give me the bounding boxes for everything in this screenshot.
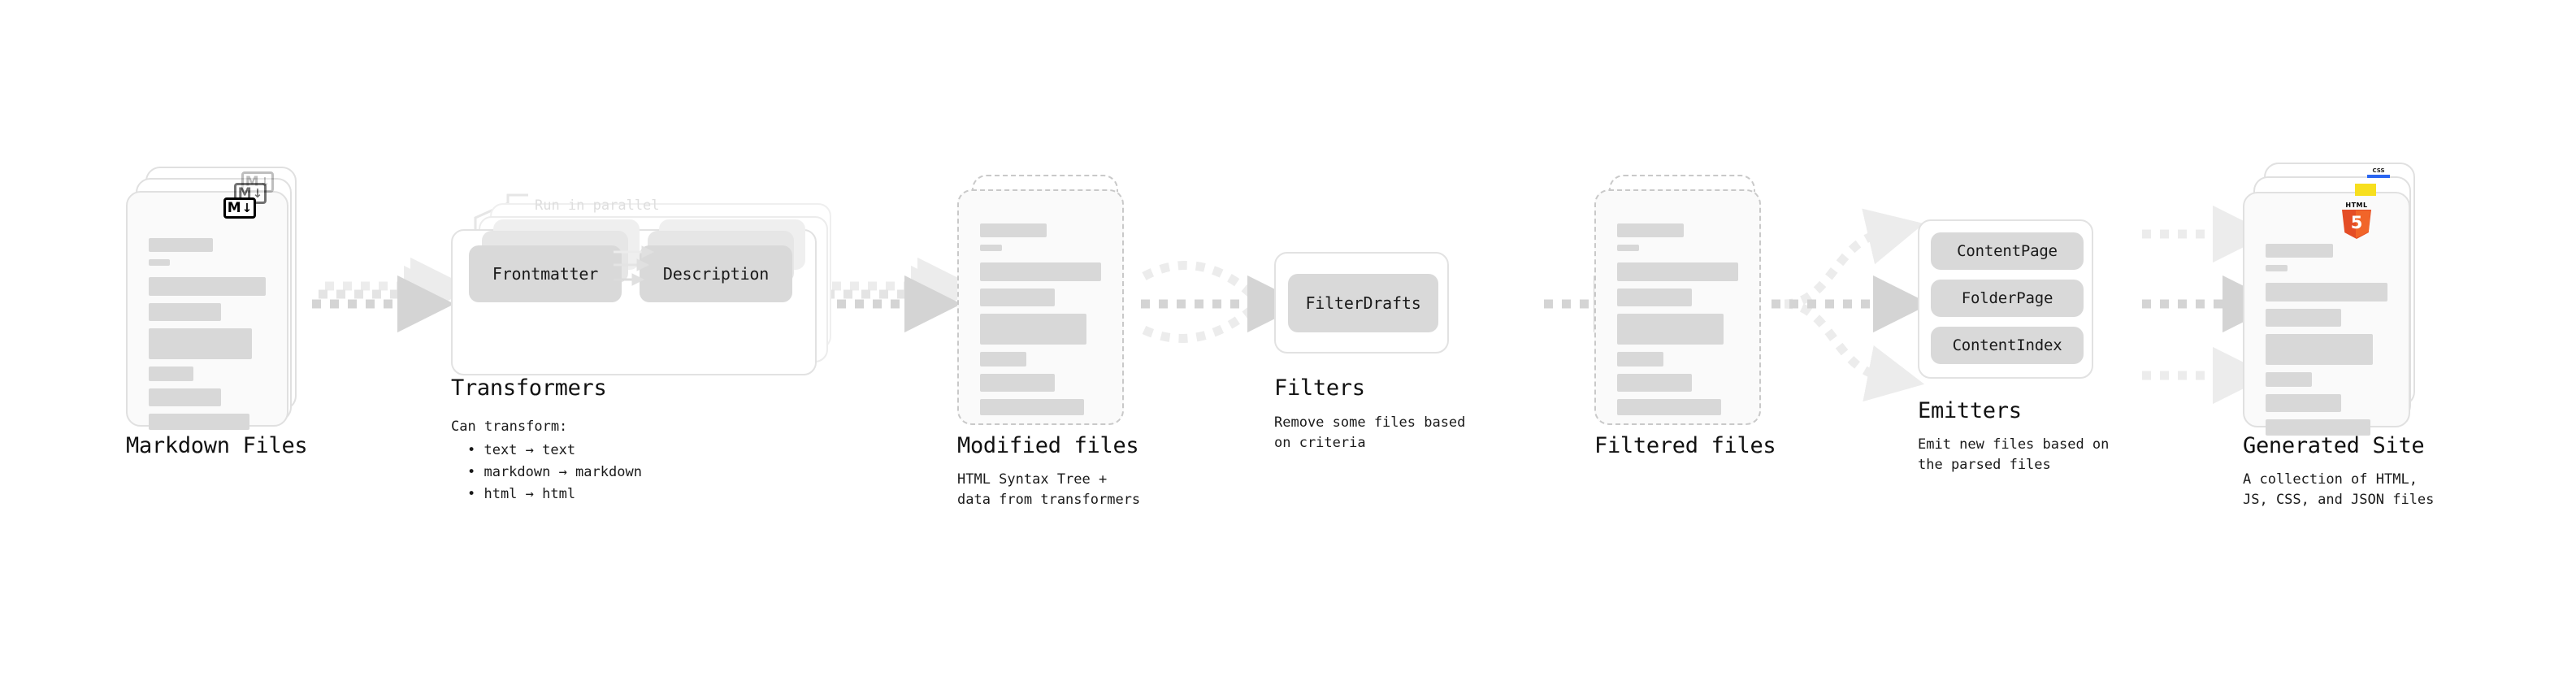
- markdown-card-front: [126, 191, 288, 430]
- transformer-pill-frontmatter[interactable]: Frontmatter: [469, 245, 622, 302]
- connector-emitters-to-site: [2142, 205, 2280, 405]
- markdown-icon: M↓: [223, 197, 256, 219]
- emitters-box: ContentPage FolderPage ContentIndex: [1918, 219, 2093, 379]
- connector-markdown-to-transformers: [312, 257, 468, 333]
- connector-filtered-to-emitters: [1772, 208, 1931, 402]
- modified-card-lines: [980, 223, 1101, 423]
- transformers-subtitle: Can transform:: [451, 419, 568, 435]
- generated-site-subtitle: A collection of HTML, JS, CSS, and JSON …: [2243, 471, 2435, 508]
- emitter-pill-folderpage[interactable]: FolderPage: [1931, 280, 2084, 317]
- css-badge-caption: CSS: [2372, 167, 2385, 174]
- css-badge-bar: [2367, 175, 2390, 178]
- filters-subtitle: Remove some files based on criteria: [1274, 414, 1466, 451]
- modified-files-subtitle: HTML Syntax Tree + data from transformer…: [957, 471, 1141, 508]
- emitter-pill-contentpage[interactable]: ContentPage: [1931, 232, 2084, 270]
- label-emitters: Emitters: [1918, 398, 2022, 423]
- emitters-subtitle: Emit new files based on the parsed files: [1918, 436, 2110, 473]
- label-run-in-parallel: Run in parallel: [535, 197, 660, 214]
- css-icon: CSS: [2367, 167, 2390, 178]
- stage-modified-files: [957, 175, 1132, 435]
- transformers-bullet-0: • text → text: [467, 442, 576, 458]
- label-generated-site: Generated Site: [2243, 433, 2425, 458]
- js-icon: [2355, 184, 2376, 196]
- label-modified-files: Modified files: [957, 433, 1139, 458]
- markdown-card-lines: [149, 238, 266, 437]
- markdown-badge-arrow: ↓: [252, 185, 263, 201]
- filtered-card-lines: [1617, 223, 1738, 423]
- transformers-box-front: Frontmatter Description: [451, 219, 817, 375]
- markdown-badge-letter: M: [237, 184, 252, 202]
- connector-modified-to-filters: [1141, 261, 1305, 343]
- html5-badge-caption: HTML: [2345, 202, 2368, 209]
- label-transformers: Transformers: [451, 375, 607, 401]
- markdown-badge-letter: M: [227, 199, 241, 216]
- html5-icon: HTML 5: [2340, 202, 2373, 239]
- connector-transformers-to-modified: [819, 257, 975, 333]
- transformer-pill-description[interactable]: Description: [640, 245, 792, 302]
- emitter-pill-contentindex[interactable]: ContentIndex: [1931, 327, 2084, 364]
- markdown-badge-arrow: ↓: [241, 200, 253, 215]
- html5-badge-number: 5: [2350, 213, 2363, 232]
- filter-pill-filterdrafts[interactable]: FilterDrafts: [1288, 274, 1438, 332]
- stage-filtered-files: [1594, 175, 1769, 435]
- stage-markdown-files: M↓ M↓ M↓: [126, 167, 301, 430]
- stage-generated-site: CSS HTML 5: [2243, 163, 2418, 436]
- label-filters: Filters: [1274, 375, 1365, 401]
- modified-card-front: [957, 189, 1124, 425]
- transformers-bullet-2: • html → html: [467, 486, 576, 502]
- site-card-front: [2243, 192, 2410, 436]
- transformer-inner-arrows: [614, 245, 654, 286]
- label-filtered-files: Filtered files: [1594, 433, 1776, 458]
- site-card-lines: [2266, 244, 2387, 443]
- filtered-card-front: [1594, 189, 1761, 425]
- filters-box: FilterDrafts: [1274, 252, 1449, 354]
- transformers-bullet-1: • markdown → markdown: [467, 464, 642, 480]
- label-markdown-files: Markdown Files: [126, 433, 308, 458]
